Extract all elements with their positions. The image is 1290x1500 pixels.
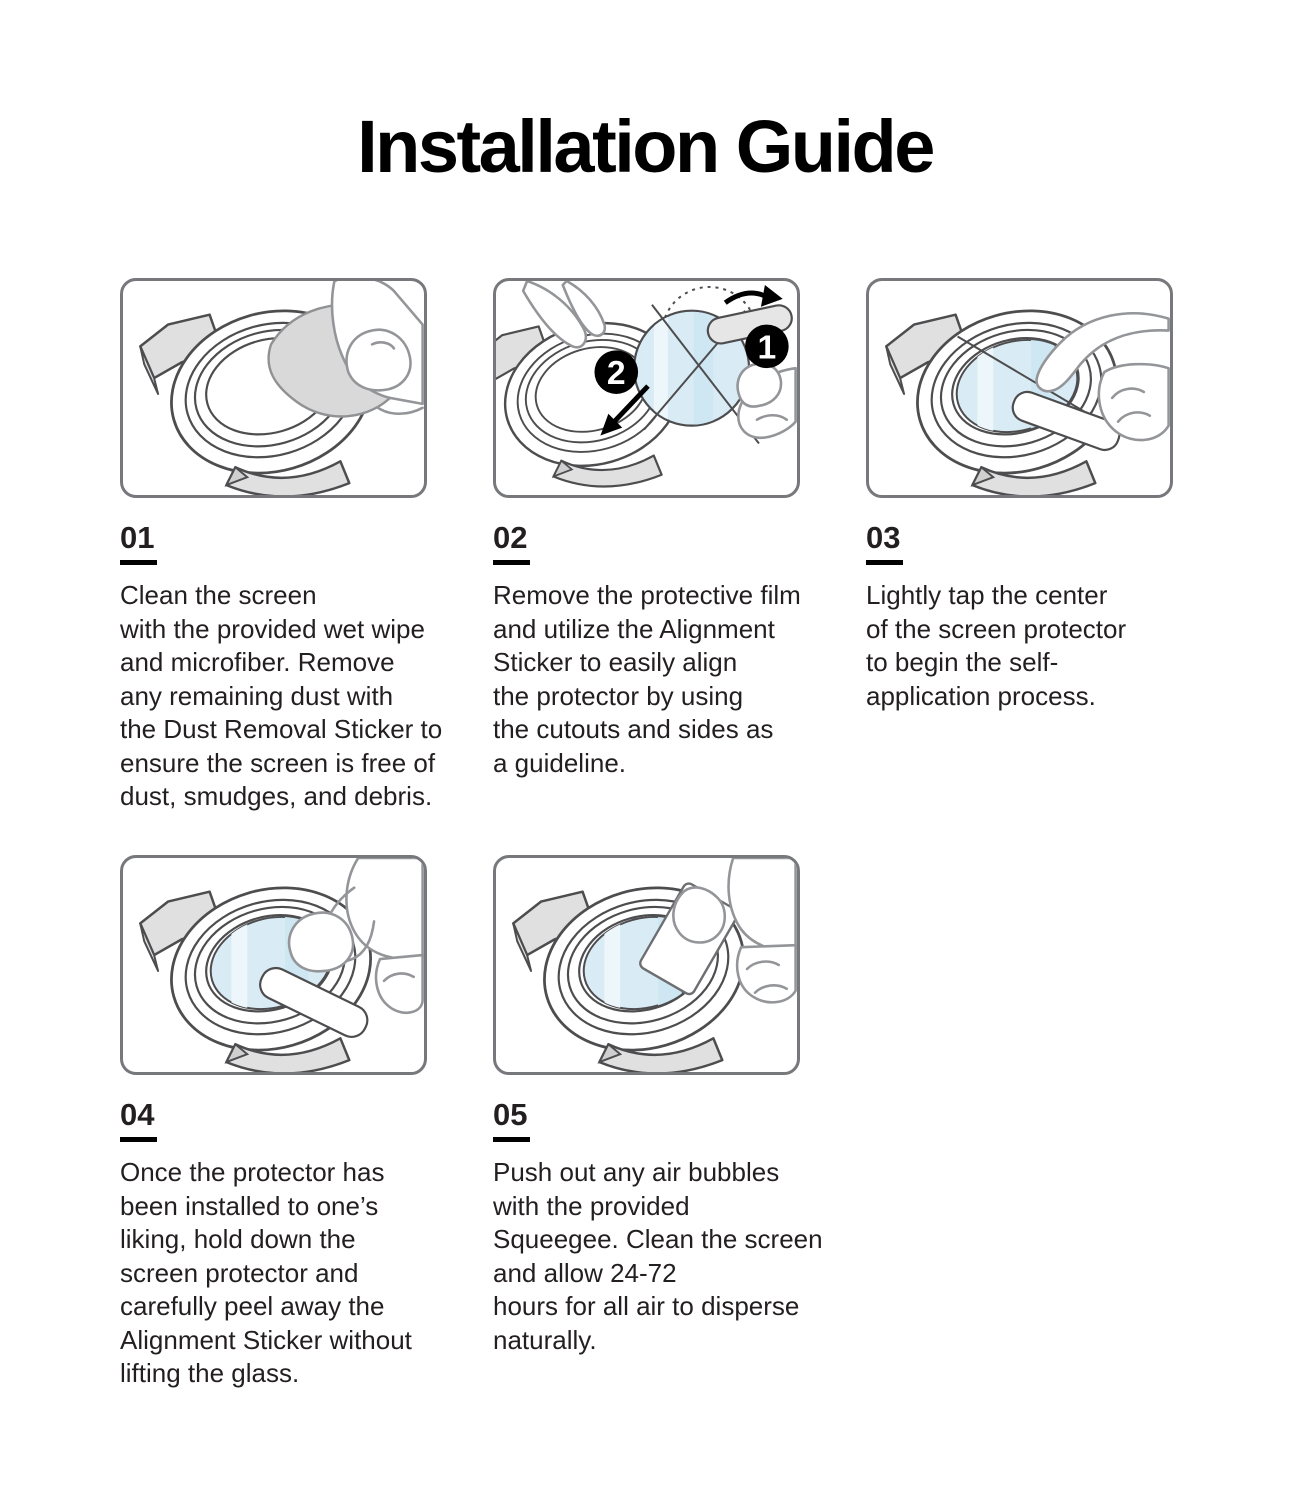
align-sticker-illustration: 1 2	[496, 281, 797, 488]
step-02: 1 2 02 Remove the protective film and ut…	[493, 278, 801, 814]
step-05-number: 05	[493, 1097, 528, 1132]
step-01: 01 Clean the screen with the provided we…	[120, 278, 442, 814]
curved-arrow-icon	[723, 290, 768, 305]
gripping-hand-icon	[672, 858, 797, 1004]
badge-2-icon	[594, 350, 639, 394]
step-03-description: Lightly tap the center of the screen pro…	[866, 580, 1127, 711]
clean-screen-illustration	[138, 281, 424, 495]
step-04-panel	[120, 855, 427, 1075]
steps-row-1: 01 Clean the screen with the provided we…	[120, 278, 1173, 814]
alignment-sticker-tab-icon	[259, 966, 369, 1038]
right-hand-icon	[736, 361, 797, 439]
step-01-underline	[120, 560, 157, 565]
straight-arrow-head-icon	[600, 413, 623, 436]
curved-arrow-head-icon	[760, 284, 783, 307]
steps-row-2: 04 Once the protector has been installed…	[120, 855, 823, 1391]
peel-sticker-illustration	[138, 858, 424, 1072]
badge-1-icon	[745, 324, 789, 369]
alignment-sticker-tab-icon	[1011, 390, 1121, 452]
hand-icon	[330, 281, 424, 416]
step-05-panel	[493, 855, 800, 1075]
step-05-description: Push out any air bubbles with the provid…	[493, 1157, 823, 1355]
step-02-underline	[493, 560, 530, 565]
page-title: Installation Guide	[357, 105, 935, 188]
step-04: 04 Once the protector has been installed…	[120, 855, 427, 1391]
step-04-description: Once the protector has been installed to…	[120, 1157, 412, 1388]
step-04-underline	[120, 1137, 157, 1142]
step-01-description: Clean the screen with the provided wet w…	[120, 580, 443, 811]
step-02-description: Remove the protective film and utilize t…	[493, 580, 801, 778]
step-03-panel	[866, 278, 1173, 498]
step-05: 05 Push out any air bubbles with the pro…	[493, 855, 823, 1391]
step-03: 03 Lightly tap the center of the screen …	[866, 278, 1173, 814]
step-04-number: 04	[120, 1097, 155, 1132]
step-05-underline	[493, 1137, 530, 1142]
step-03-number: 03	[866, 520, 901, 555]
tapping-hand-icon	[1035, 312, 1170, 442]
pinching-hand-icon	[287, 858, 424, 1014]
tap-center-illustration	[884, 286, 1170, 495]
step-03-underline	[866, 560, 903, 565]
step-02-number: 02	[493, 520, 528, 555]
squeegee-illustration	[511, 858, 797, 1072]
badge-2-label: 2	[607, 355, 626, 392]
straight-arrow-icon	[610, 384, 650, 426]
step-02-panel: 1 2	[493, 278, 800, 498]
step-01-panel	[120, 278, 427, 498]
badge-1-label: 1	[758, 329, 777, 366]
step-01-number: 01	[120, 520, 155, 555]
left-hand-icon	[521, 281, 607, 349]
